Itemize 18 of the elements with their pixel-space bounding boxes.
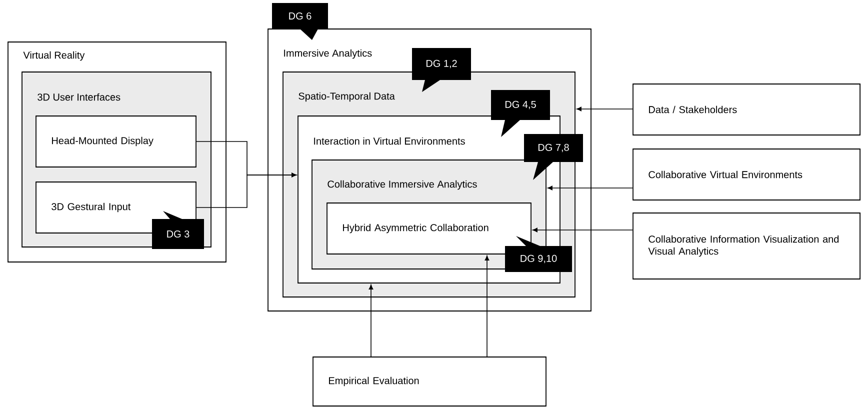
label-box: Empirical Evaluation: [312, 356, 546, 406]
label-box: Head-Mounted Display: [36, 116, 196, 168]
arrow: [576, 106, 633, 112]
arrow: [196, 172, 296, 208]
speech-bubble: DG 6: [272, 3, 328, 40]
speech-bubble: DG 1,2: [412, 48, 471, 92]
speech-bubble: DG 9,10: [505, 236, 572, 272]
arrow: [532, 228, 633, 232]
speech-bubble: DG 4,5: [491, 90, 550, 137]
speech-bubble: DG 7,8: [524, 134, 583, 180]
arrow: [484, 256, 490, 357]
arrow: [548, 186, 633, 190]
arrow: [368, 284, 374, 357]
label-box: Collaborative Information Visualization and Visual Analytics: [632, 212, 860, 280]
label-box: Collaborative Virtual Environments: [632, 148, 860, 200]
speech-bubble: DG 3: [152, 211, 204, 249]
label-box: Hybrid Asymmetric Collaboration: [326, 202, 532, 254]
label-box: Data / Stakeholders: [632, 84, 860, 136]
